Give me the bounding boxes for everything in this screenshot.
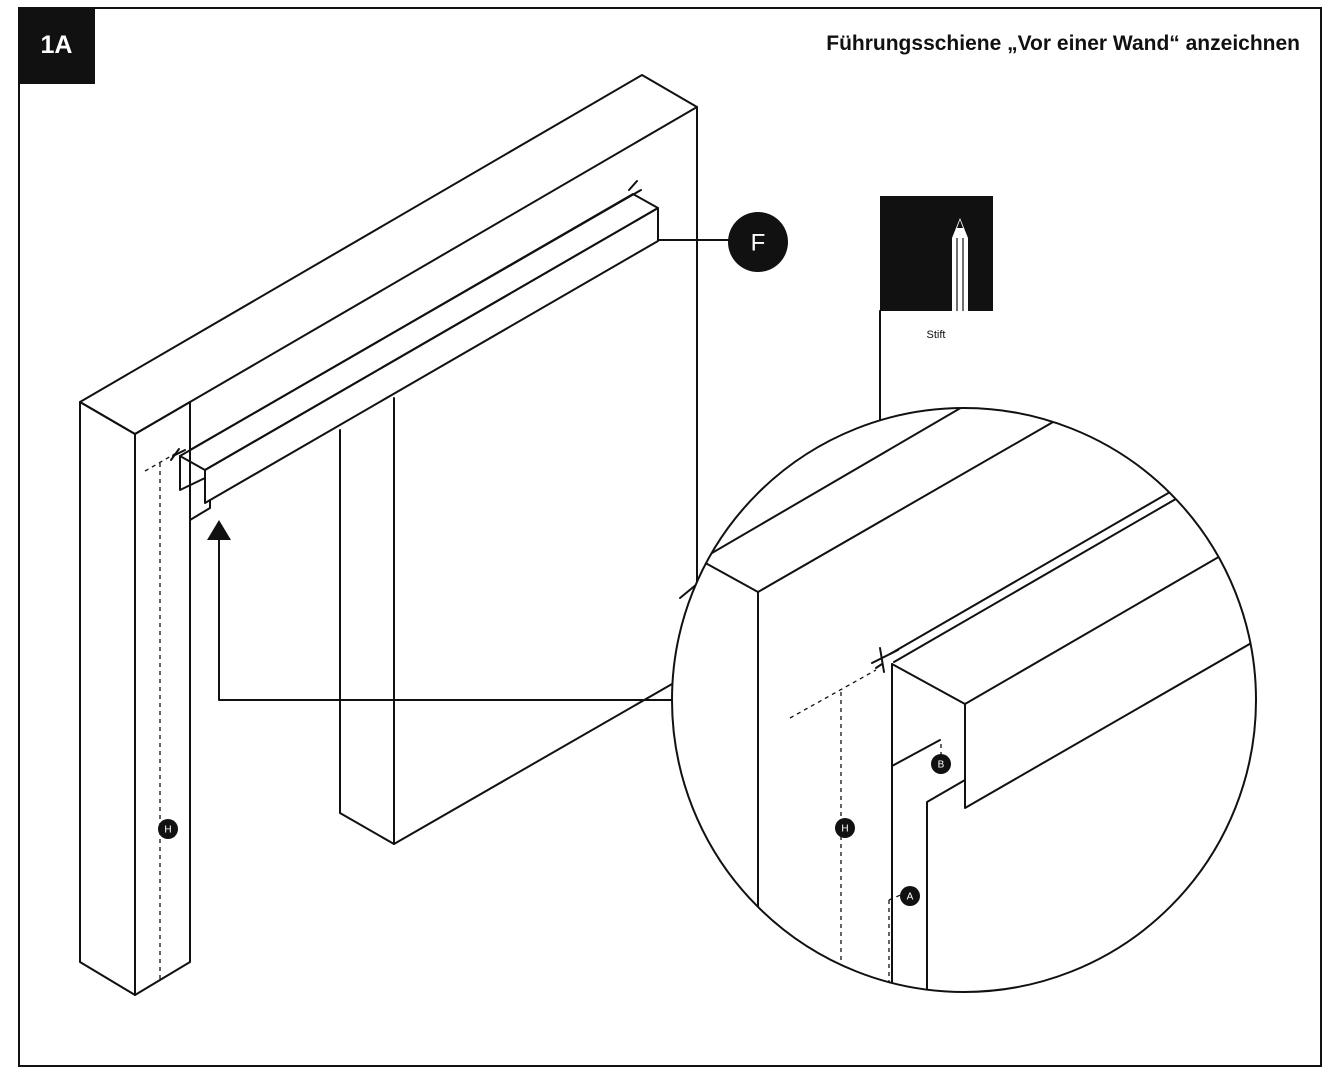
marker-h-detail: H [835,818,855,838]
rail-end-mark [144,451,179,472]
svg-text:H: H [841,824,848,835]
guide-rail [170,180,659,504]
tool-box: Stift [879,196,993,661]
marker-h-jamb: H [158,819,178,839]
svg-text:H: H [164,825,171,836]
svg-text:B: B [938,760,945,771]
marker-a-detail: A [900,886,920,906]
wall-frame [79,74,698,996]
step-badge: 1A [18,7,95,84]
step-title: Führungsschiene „Vor einer Wand“ anzeich… [826,32,1300,55]
svg-text:A: A [907,892,914,903]
callout-f: F [657,212,788,272]
svg-text:F: F [751,230,766,257]
marker-b-detail: B [931,754,951,774]
pointer-arrow [207,520,673,701]
door-opening [189,397,673,845]
detail-magnifier: H B A [671,407,1257,993]
pencil-icon [952,218,968,311]
tool-label: Stift [927,329,946,341]
